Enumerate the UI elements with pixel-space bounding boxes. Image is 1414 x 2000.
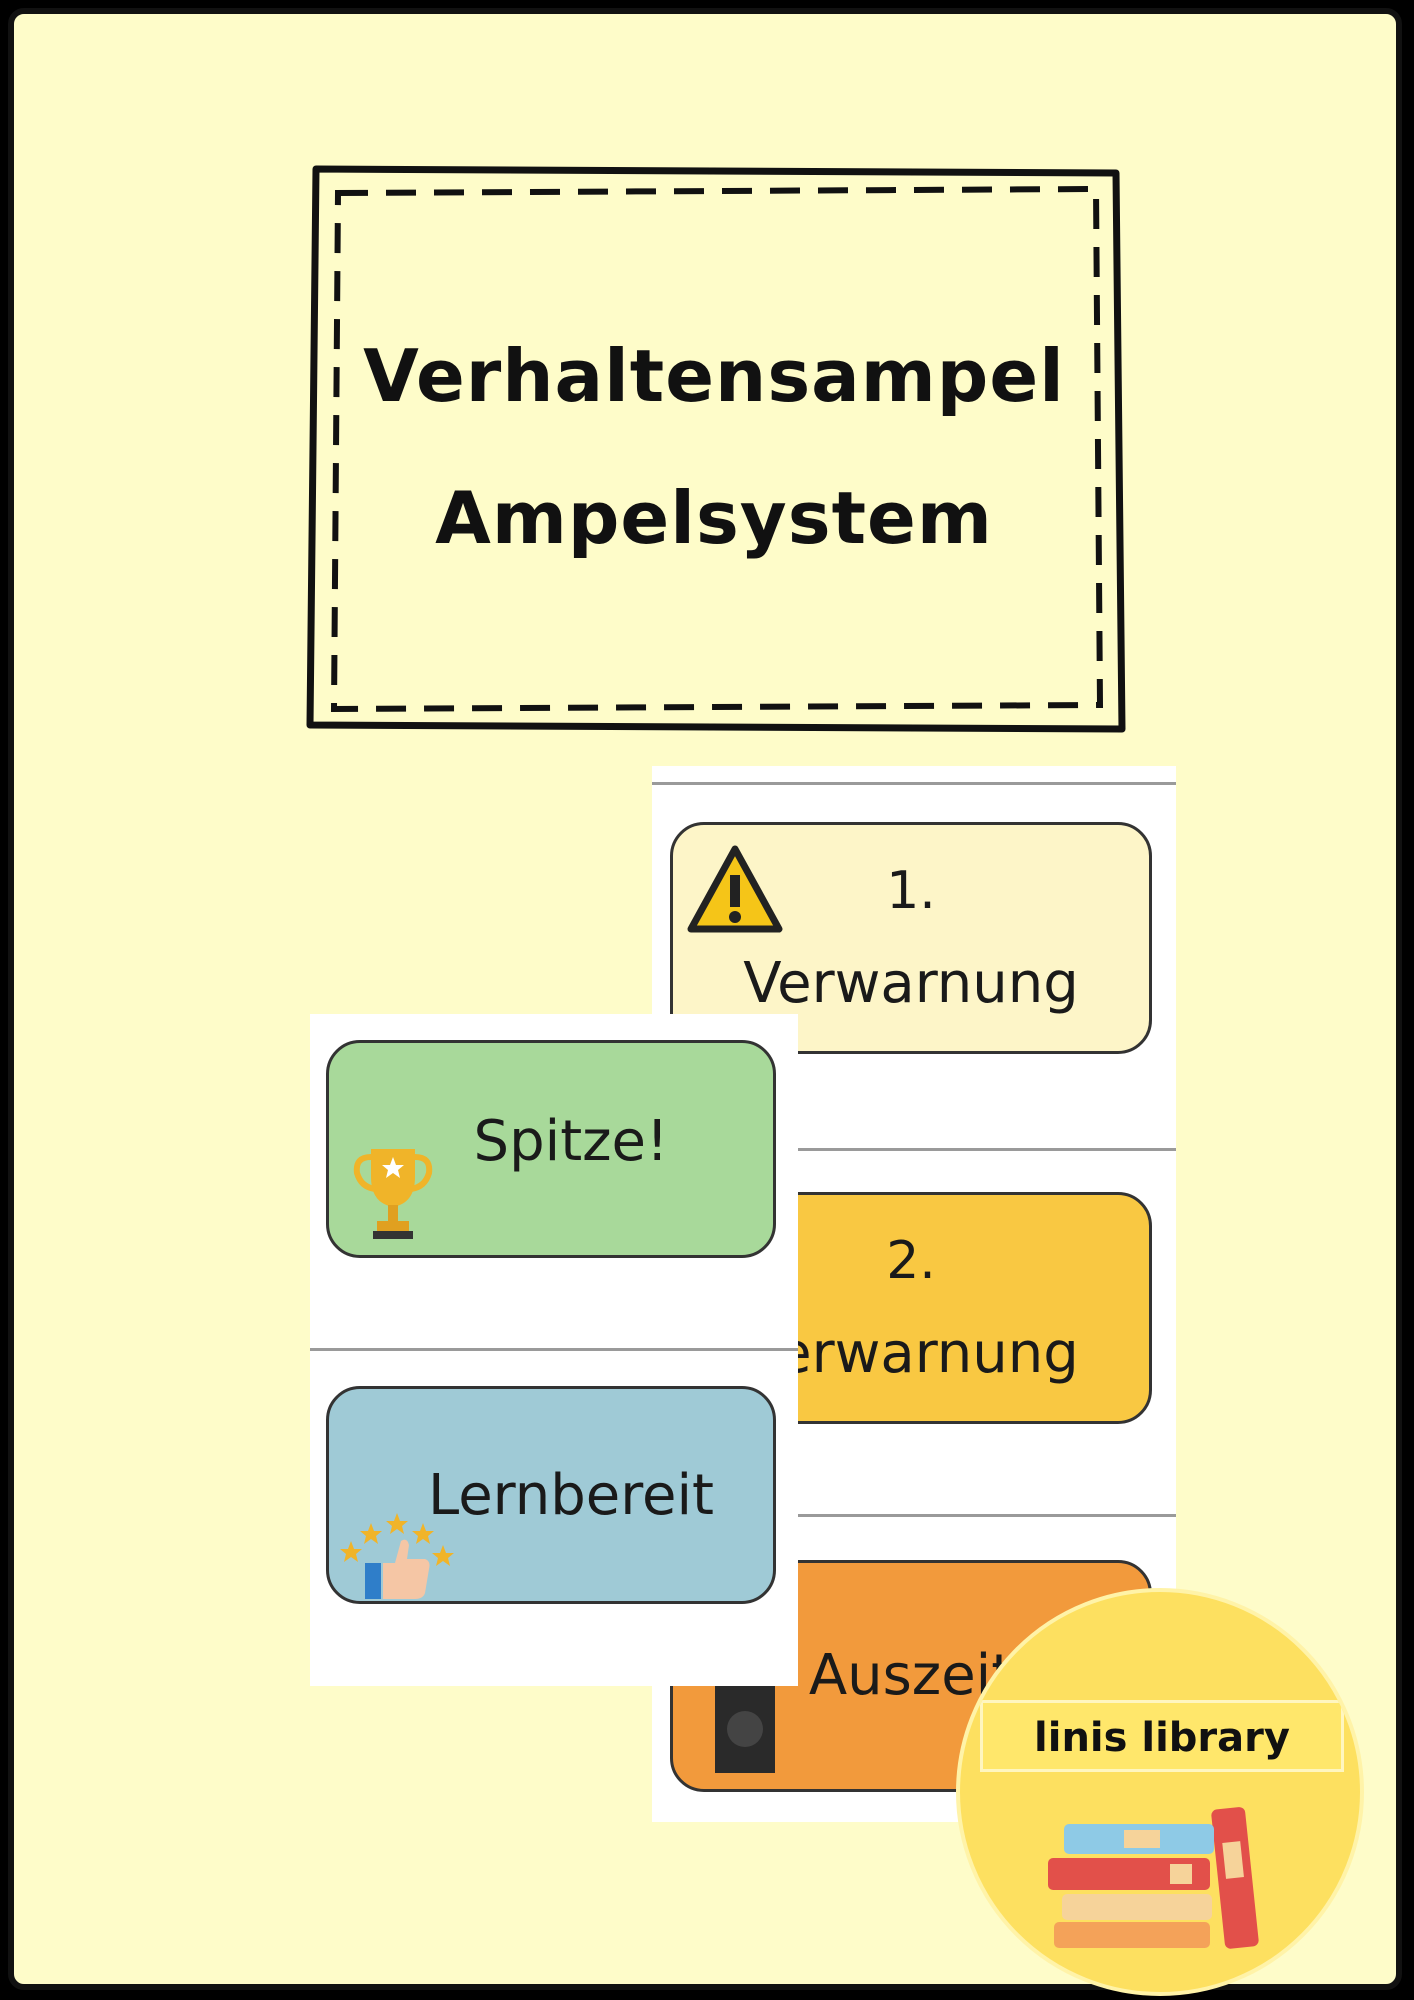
card-sheet-left: Spitze! Lernbereit: [310, 1014, 798, 1686]
warning-number: 2.: [886, 1231, 936, 1291]
brand-banner: linis library: [980, 1700, 1344, 1772]
title-line-2: Ampelsystem: [435, 476, 993, 560]
card-ready-to-learn: Lernbereit: [326, 1386, 776, 1604]
trophy-icon: [353, 1149, 433, 1239]
books-icon: [1048, 1807, 1259, 1949]
ready-label: Lernbereit: [428, 1463, 714, 1528]
warning-icon: [687, 845, 783, 933]
warning-label: Verwarnung: [743, 951, 1079, 1016]
card-top: Spitze!: [326, 1040, 776, 1258]
brand-badge: linis library: [956, 1588, 1364, 1996]
cut-line: [652, 1148, 1176, 1151]
card-first-warning: 1. Verwarnung: [670, 822, 1152, 1054]
thumbs-up-stars-icon: [340, 1513, 454, 1599]
title-line-1: Verhaltensampel: [363, 334, 1065, 418]
top-label: Spitze!: [473, 1109, 669, 1174]
traffic-light-icon: [715, 1683, 775, 1773]
warning-label: Verwarnung: [743, 1321, 1079, 1386]
cut-line: [652, 782, 1176, 785]
title-frame: [306, 165, 1126, 733]
warning-number: 1.: [886, 861, 936, 921]
cut-line: [310, 1348, 798, 1351]
cut-line: [652, 1514, 1176, 1517]
cover-page: Verhaltensampel Ampelsystem 1. Verwarnun…: [8, 8, 1402, 1990]
brand-name: linis library: [1034, 1715, 1290, 1761]
